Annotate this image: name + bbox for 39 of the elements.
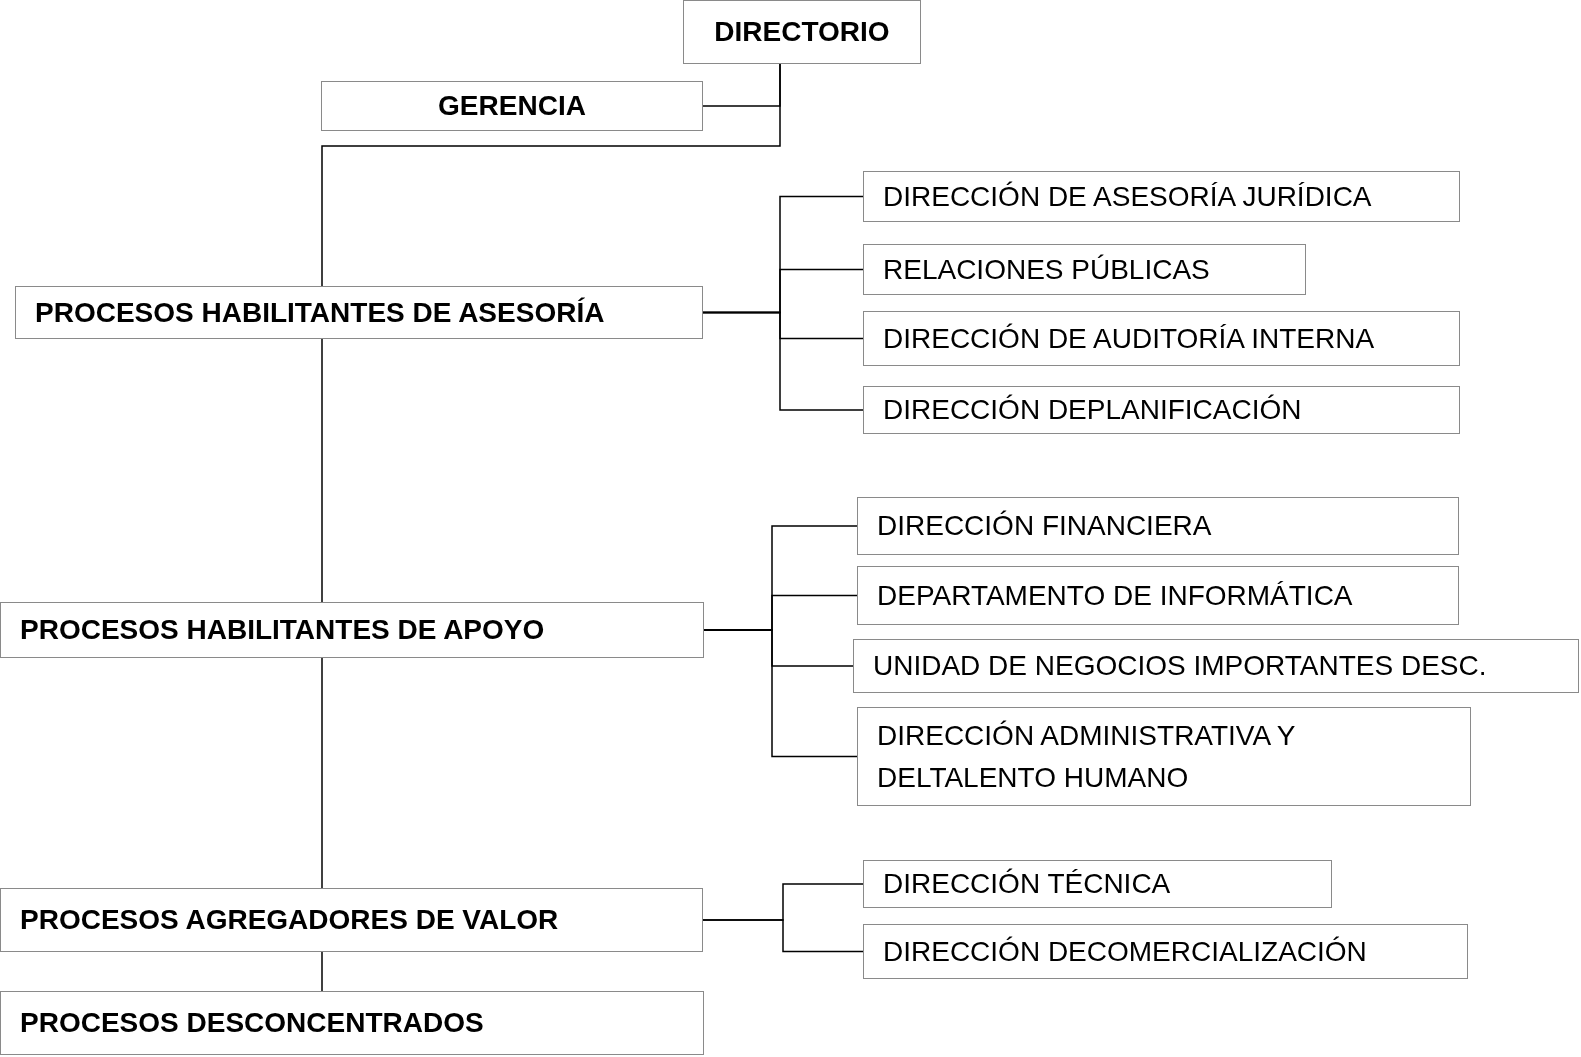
connector-line [321, 951, 323, 992]
connector-line [321, 63, 781, 287]
connector-line [702, 919, 864, 953]
box-label: DIRECCIÓN FINANCIERA [877, 509, 1212, 543]
box-label: DIRECCIÓN DECOMERCIALIZACIÓN [883, 934, 1367, 969]
department-box [863, 860, 1332, 908]
connector-line [702, 311, 864, 411]
box-label: RELACIONES PÚBLICAS [883, 252, 1210, 287]
department-box [863, 244, 1306, 295]
process-box [0, 991, 704, 1055]
box-label: DEPARTAMENTO DE INFORMÁTICA [877, 578, 1353, 613]
box-label: DIRECCIÓN DE AUDITORÍA INTERNA [883, 321, 1375, 356]
box-label: DIRECCIÓN TÉCNICA [883, 867, 1171, 901]
department-box [857, 566, 1459, 625]
process-box [683, 0, 921, 64]
process-box [15, 286, 703, 339]
department-box [857, 497, 1459, 555]
box-label: DIRECCIÓN ADMINISTRATIVA Y DELTALENTO HUMANO [877, 718, 1296, 795]
box-label: UNIDAD DE NEGOCIOS IMPORTANTES DESC. [873, 649, 1487, 683]
process-box [0, 888, 703, 952]
connector-line [321, 657, 323, 889]
connector-line [321, 338, 323, 603]
department-box [863, 171, 1460, 222]
box-label: PROCESOS HABILITANTES DE ASESORÍA [35, 295, 605, 330]
department-box [863, 311, 1460, 366]
department-box [853, 639, 1579, 693]
connector-line [703, 629, 858, 758]
box-label: PROCESOS HABILITANTES DE APOYO [20, 613, 545, 647]
box-label: DIRECCIÓN DEPLANIFICACIÓN [883, 393, 1302, 427]
box-label: GERENCIA [438, 89, 586, 123]
box-label: PROCESOS AGREGADORES DE VALOR [20, 903, 559, 937]
process-box [321, 81, 703, 131]
box-label: PROCESOS DESCONCENTRADOS [20, 1006, 484, 1040]
box-label: DIRECCIÓN DE ASESORÍA JURÍDICA [883, 179, 1372, 214]
department-box [857, 707, 1471, 806]
box-label: DIRECTORIO [714, 15, 890, 49]
department-box [863, 924, 1468, 979]
process-box [0, 602, 704, 658]
department-box [863, 386, 1460, 434]
